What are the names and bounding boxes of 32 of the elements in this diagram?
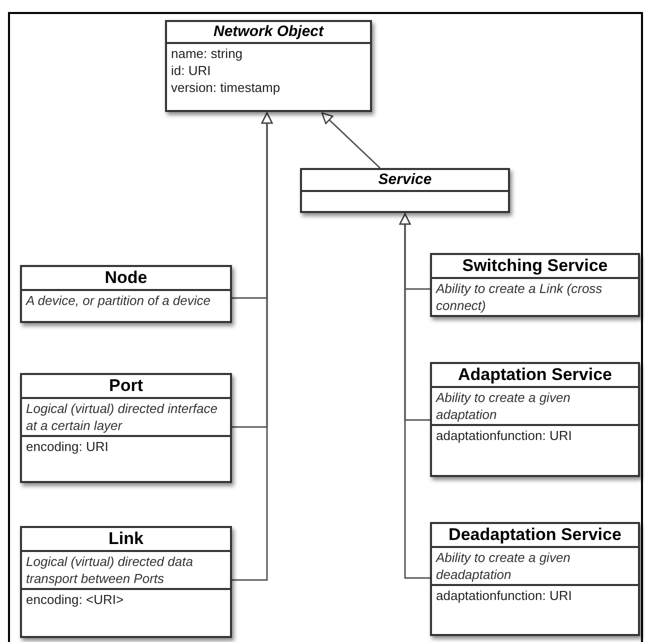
class-name: Adaptation Service: [457, 364, 613, 386]
class-name: Deadaptation Service: [448, 524, 622, 546]
class-attribute: name: string: [171, 45, 244, 62]
class-attribute: id: URI: [171, 62, 212, 79]
class-box: [300, 168, 510, 213]
class-name: Node: [104, 267, 148, 289]
class-name: Switching Service: [461, 255, 609, 277]
class-box: [20, 526, 232, 638]
class-description: Logical (virtual) directed data transport between Ports: [26, 553, 194, 587]
class-name: Link: [108, 528, 144, 550]
class-description: Logical (virtual) directed interface at a certain layer: [26, 400, 218, 434]
class-description: A device, or partition of a device: [26, 292, 212, 309]
class-box: [430, 522, 640, 636]
class-box: [20, 373, 232, 483]
class-box: [165, 20, 372, 112]
class-attribute: version: timestamp: [171, 79, 282, 96]
class-attribute: adaptationfunction: URI: [436, 427, 573, 444]
class-description: Ability to create a given deadaptation: [436, 549, 572, 583]
inheritance-arrow: [232, 112, 273, 581]
class-name: Network Object: [212, 22, 325, 42]
inheritance-arrow: [321, 112, 381, 169]
class-box: [20, 265, 232, 323]
class-attribute: encoding: <URI>: [26, 591, 125, 608]
class-box: [430, 362, 640, 477]
class-description: Ability to create a given adaptation: [436, 389, 572, 423]
class-box: [430, 253, 640, 317]
class-attribute: adaptationfunction: URI: [436, 587, 573, 604]
class-name: Service: [377, 170, 433, 190]
inheritance-arrow: [399, 213, 430, 579]
class-description: Ability to create a Link (cross connect): [436, 280, 604, 314]
class-attribute: encoding: URI: [26, 438, 110, 455]
class-name: Port: [108, 375, 144, 397]
